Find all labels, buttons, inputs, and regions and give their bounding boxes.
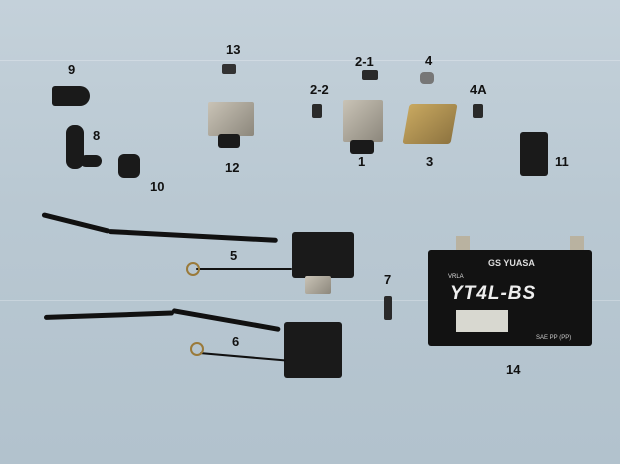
- label-10: 10: [150, 179, 165, 194]
- part-5-ignition-coil: [292, 232, 354, 278]
- part-6-cable: [43, 310, 175, 320]
- battery-terminal-negative: [456, 236, 470, 250]
- part-8-plug-cap: [66, 125, 84, 169]
- label-14: 14: [506, 362, 521, 377]
- part-9-cap: [52, 86, 90, 106]
- battery-marking: SAE PP (PP): [536, 335, 572, 341]
- label-11: 11: [555, 154, 569, 169]
- part-5-ring-terminal: [186, 262, 200, 276]
- part-1-connector: [350, 140, 374, 154]
- part-4-nut: [420, 72, 434, 84]
- label-4a: 4A: [470, 82, 487, 97]
- battery-terminal-positive: [570, 236, 584, 250]
- label-2-1: 2-1: [355, 54, 374, 69]
- battery-type: VRLA: [448, 274, 464, 280]
- part-5-ground-wire: [196, 268, 292, 270]
- part-8-plug-cap-elbow: [80, 155, 102, 167]
- part-6-ground-wire: [199, 352, 286, 362]
- part-3-bracket: [402, 104, 458, 144]
- part-14-battery: GS YUASA VRLA YT4L-BS SAE PP (PP): [428, 236, 592, 346]
- battery-spec-label: [456, 310, 508, 332]
- label-12: 12: [225, 160, 240, 175]
- part-5-cable: [41, 212, 111, 234]
- label-13: 13: [226, 42, 241, 57]
- part-1-regulator: [343, 100, 383, 142]
- part-7-bolt: [384, 296, 392, 320]
- backdrop-fold: [0, 300, 620, 301]
- part-2-1-bolt: [362, 70, 378, 80]
- part-10-grommet: [118, 154, 140, 178]
- battery-model: YT4L-BS: [450, 283, 537, 304]
- part-5-mount: [305, 276, 331, 294]
- label-7: 7: [384, 272, 392, 287]
- label-8: 8: [93, 128, 101, 143]
- part-5-cable: [107, 229, 278, 243]
- label-9: 9: [68, 62, 76, 77]
- label-2-2: 2-2: [310, 82, 329, 97]
- part-11-terminal-cover: [520, 132, 548, 176]
- part-6-ignition-coil: [284, 322, 342, 378]
- part-12-connector: [218, 134, 240, 148]
- part-12-regulator: [208, 102, 254, 136]
- battery-brand: GS YUASA: [488, 258, 535, 268]
- part-4a-bolt: [473, 104, 483, 118]
- label-4: 4: [425, 53, 433, 68]
- label-5: 5: [230, 248, 238, 263]
- part-13-bolt: [222, 64, 236, 74]
- part-6-ring-terminal: [190, 342, 204, 356]
- backdrop-fold: [0, 60, 620, 61]
- part-2-2-screw: [312, 104, 322, 118]
- label-6: 6: [232, 334, 240, 349]
- part-6-cable: [171, 308, 281, 333]
- label-3: 3: [426, 154, 434, 169]
- label-1: 1: [358, 154, 366, 169]
